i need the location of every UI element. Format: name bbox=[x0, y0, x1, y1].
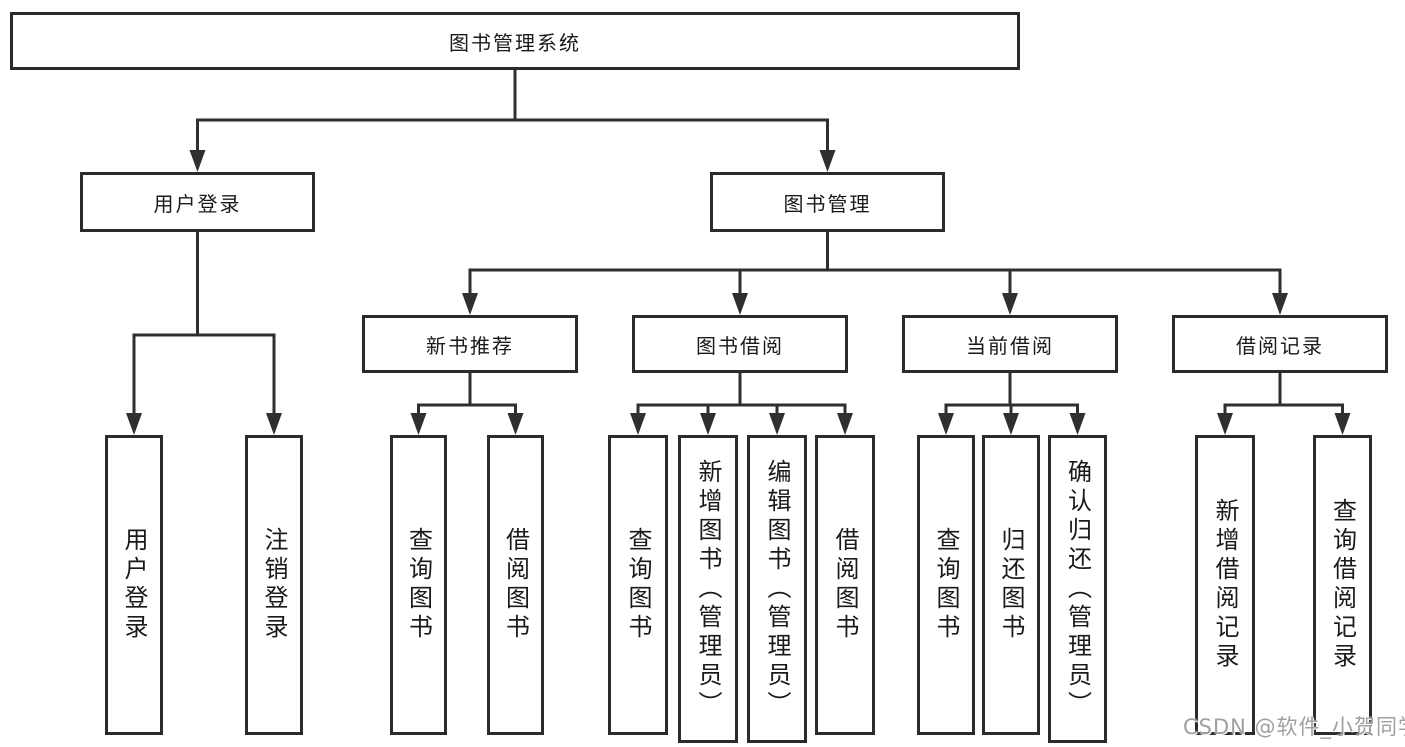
node-new-book-recommend: 新书推荐 bbox=[362, 315, 578, 373]
leaf-query-books-current: 查询图书 bbox=[917, 435, 975, 735]
leaf-add-borrow-record: 新增借阅记录 bbox=[1195, 435, 1255, 735]
leaf-label: 查询图书 bbox=[404, 527, 433, 643]
leaf-label: 归还图书 bbox=[997, 527, 1025, 643]
leaf-label: 注销登录 bbox=[260, 527, 288, 643]
leaf-label: 借阅图书 bbox=[501, 527, 530, 643]
leaf-return-books: 归还图书 bbox=[982, 435, 1040, 735]
leaf-query-borrow-record: 查询借阅记录 bbox=[1313, 435, 1372, 735]
leaf-confirm-return-admin: 确认归还（管理员） bbox=[1048, 435, 1107, 743]
leaf-borrow-books: 借阅图书 bbox=[815, 435, 875, 735]
leaf-edit-books-admin: 编辑图书（管理员） bbox=[747, 435, 807, 743]
node-borrowing-records: 借阅记录 bbox=[1172, 315, 1388, 373]
leaf-label: 查询图书 bbox=[624, 527, 652, 643]
leaf-label: 新增借阅记录 bbox=[1211, 498, 1239, 672]
csdn-watermark: CSDN @软件_小贺同学 bbox=[1183, 715, 1405, 739]
leaf-label: 查询借阅记录 bbox=[1328, 498, 1357, 672]
leaf-label: 确认归还（管理员） bbox=[1063, 458, 1092, 720]
leaf-add-books-admin: 新增图书（管理员） bbox=[678, 435, 738, 743]
leaf-label: 用户登录 bbox=[120, 527, 148, 643]
leaf-label: 借阅图书 bbox=[831, 527, 859, 643]
leaf-logout: 注销登录 bbox=[245, 435, 303, 735]
leaf-query-books-borrowing: 查询图书 bbox=[608, 435, 668, 735]
node-book-management-branch: 图书管理 bbox=[710, 172, 945, 232]
leaf-label: 编辑图书（管理员） bbox=[763, 458, 791, 720]
leaf-user-login: 用户登录 bbox=[105, 435, 163, 735]
node-root-system: 图书管理系统 bbox=[10, 12, 1020, 70]
leaf-label: 新增图书（管理员） bbox=[694, 458, 722, 720]
leaf-label: 查询图书 bbox=[932, 527, 960, 643]
node-current-borrowing: 当前借阅 bbox=[902, 315, 1118, 373]
leaf-query-books-recommend: 查询图书 bbox=[390, 435, 447, 735]
leaf-borrow-books-recommend: 借阅图书 bbox=[487, 435, 544, 735]
node-user-login-branch: 用户登录 bbox=[80, 172, 315, 232]
node-book-borrowing: 图书借阅 bbox=[632, 315, 848, 373]
